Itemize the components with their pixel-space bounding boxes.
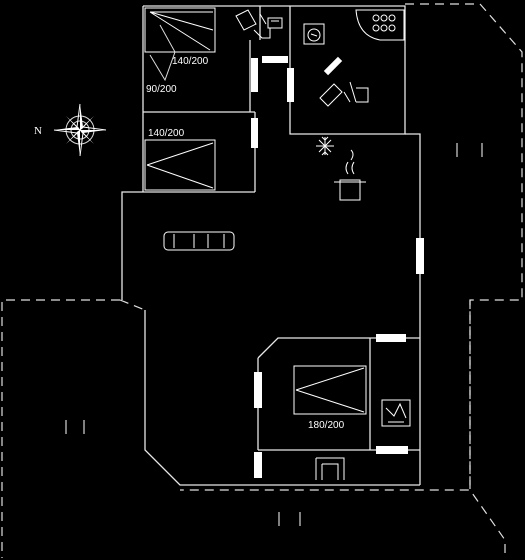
door — [262, 56, 288, 63]
fireplace-icon — [315, 457, 345, 480]
door — [251, 118, 258, 148]
bed-double-top — [144, 7, 216, 82]
bed-label-top-single: 90/200 — [146, 84, 177, 95]
door — [416, 238, 424, 274]
compass-rose-icon — [53, 103, 107, 157]
door — [254, 452, 262, 478]
outdoor-furniture-icon — [65, 143, 483, 526]
bed-label-top-double: 140/200 — [172, 56, 209, 67]
door — [254, 372, 262, 408]
door — [376, 446, 408, 454]
shower-icon — [381, 399, 411, 427]
terrace-outline — [1, 3, 523, 558]
bed-double-middle — [144, 139, 216, 191]
bathtub-icon — [319, 81, 369, 107]
sink-icon — [267, 17, 283, 29]
cooking-pot-icon — [334, 149, 366, 201]
door — [287, 68, 294, 102]
washing-machine-icon — [303, 23, 325, 45]
bed-label-bottom-double: 180/200 — [308, 420, 345, 431]
kitchen-counter — [323, 56, 343, 76]
stove-hob-icon — [355, 9, 405, 41]
toilet-icon — [235, 9, 271, 39]
bed-double-bottom — [293, 365, 367, 415]
freezer-snowflake-icon — [316, 136, 334, 156]
bed-label-middle-double: 140/200 — [148, 128, 185, 139]
door — [376, 334, 406, 342]
door-openings — [251, 56, 424, 478]
door — [251, 58, 258, 92]
compass-north-label: N — [34, 125, 42, 137]
sofa-icon — [163, 231, 235, 251]
house-walls — [121, 5, 421, 486]
